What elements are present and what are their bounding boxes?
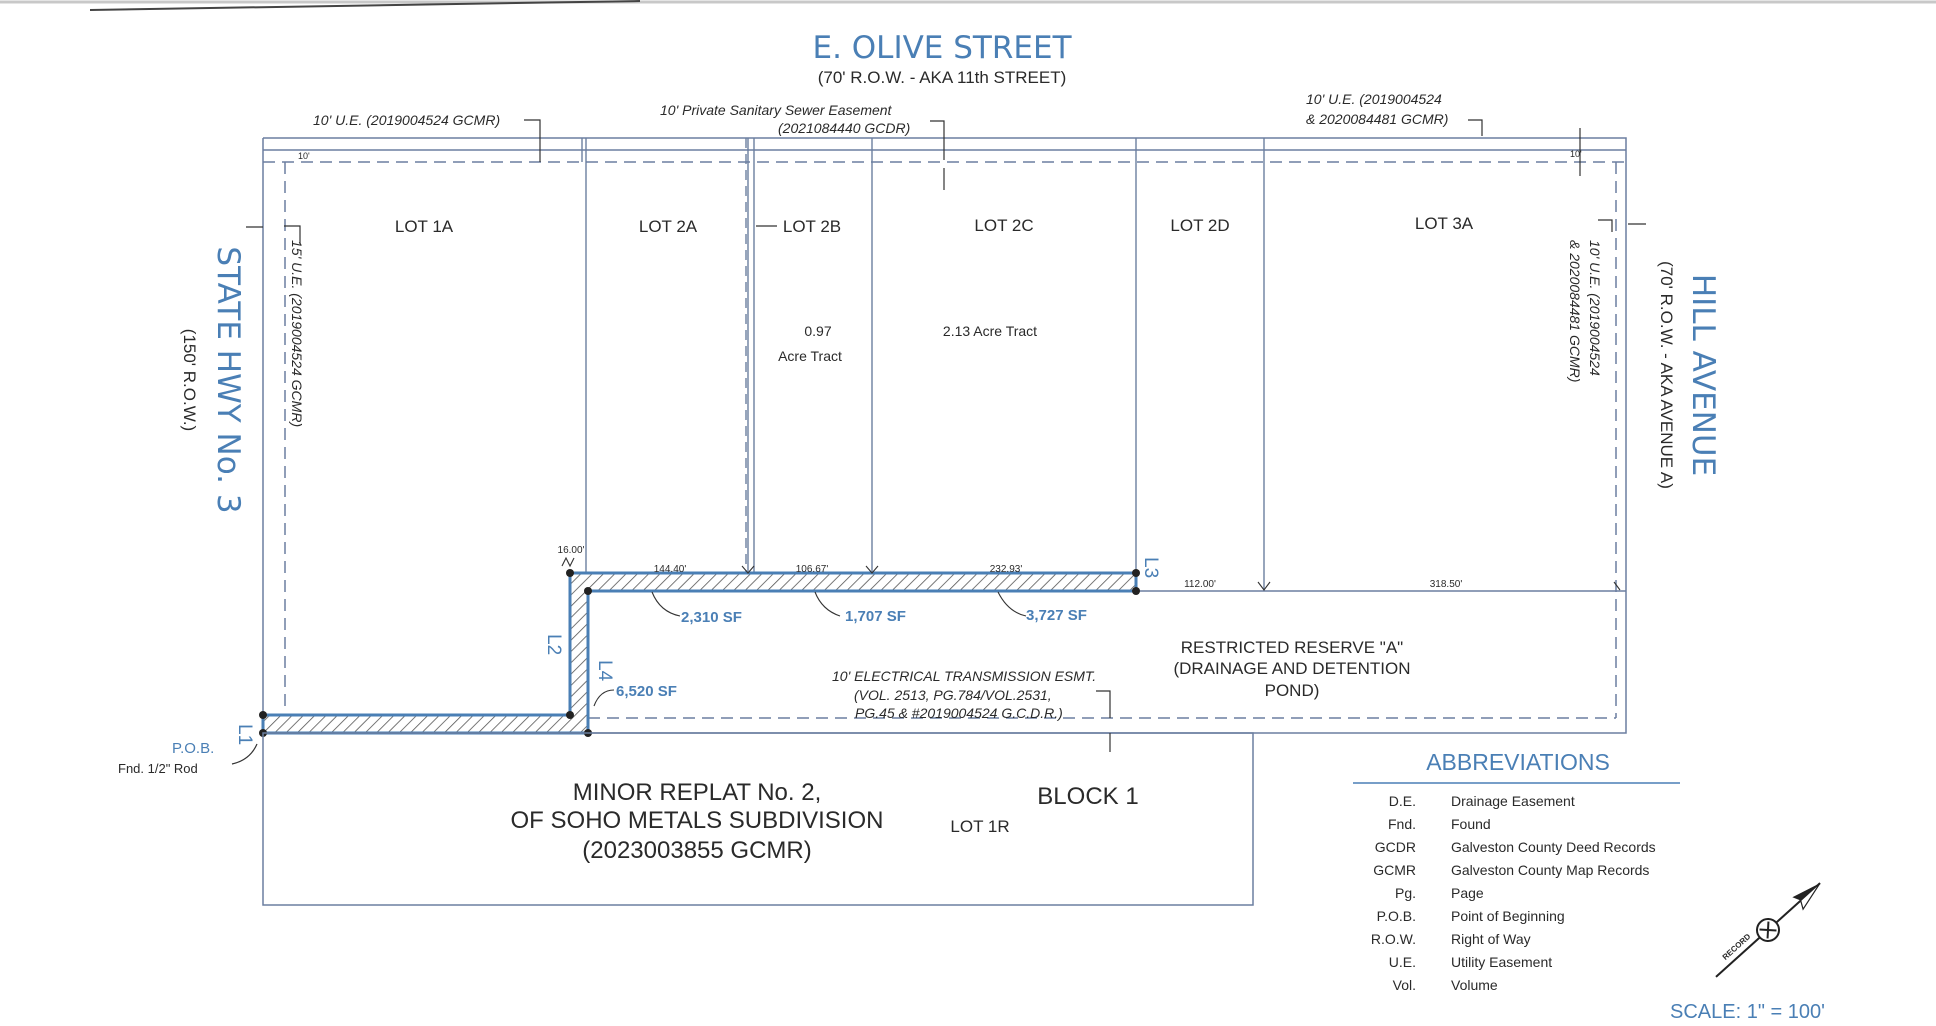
abbreviation-term: D.E.	[1389, 793, 1416, 809]
abbreviation-term: R.O.W.	[1371, 931, 1416, 947]
replat-lot: LOT 1R	[950, 817, 1009, 836]
street-east-name: HILL AVENUE	[1685, 274, 1721, 476]
abbreviation-term: GCDR	[1375, 839, 1416, 855]
dim-10-left: 10'	[298, 151, 310, 161]
ue-north-left-label: 10' U.E. (2019004524 GCMR)	[313, 112, 500, 128]
line-label-l4: L4	[594, 660, 615, 682]
scan-edge	[0, 0, 1936, 11]
lot-1a-label: LOT 1A	[395, 217, 454, 236]
lot-2c-area: 2.13 Acre Tract	[943, 323, 1037, 339]
dim-144: 144.40'	[654, 564, 687, 575]
abbreviation-term: GCMR	[1373, 862, 1416, 878]
abbreviation-term: U.E.	[1389, 954, 1416, 970]
lot-2c-label: LOT 2C	[974, 216, 1033, 235]
dimension-ticks	[561, 556, 1621, 591]
lot-3a-label: LOT 3A	[1415, 214, 1474, 233]
abbreviation-meaning: Drainage Easement	[1451, 793, 1575, 809]
electrical-esmt-line3: PG.45 & #2019004524 G.C.D.R.)	[855, 705, 1063, 721]
lot-labels: LOT 1A LOT 2A LOT 2B LOT 2C LOT 2D LOT 3…	[395, 214, 1474, 364]
abbreviation-meaning: Galveston County Deed Records	[1451, 839, 1656, 855]
ue-west-label: 15' U.E. (2019004524 GCMR)	[289, 240, 305, 427]
pob: P.O.B. Fnd. 1/2" Rod	[118, 740, 214, 776]
abbreviation-meaning: Galveston County Map Records	[1451, 862, 1649, 878]
ue-east-line2: & 2020084481 GCMR)	[1567, 240, 1583, 382]
abbreviation-term: Vol.	[1393, 977, 1416, 993]
replat-parcel	[262, 732, 1254, 906]
scale-label: SCALE: 1" = 100'	[1670, 1001, 1825, 1023]
abbreviation-term: Pg.	[1395, 885, 1416, 901]
abbreviation-meaning: Right of Way	[1451, 931, 1531, 947]
line-label-l1: L1	[234, 724, 255, 745]
line-label-l2: L2	[543, 634, 564, 655]
lot-2b-label: LOT 2B	[783, 217, 841, 236]
north-arrow-icon: RECORD	[1715, 882, 1821, 978]
ue-north-right-line2: & 2020084481 GCMR)	[1306, 111, 1448, 127]
reserve-line1: RESTRICTED RESERVE "A"	[1181, 638, 1403, 657]
abbreviation-term: P.O.B.	[1377, 908, 1416, 924]
lot-2a-label: LOT 2A	[639, 217, 698, 236]
abbreviation-meaning: Found	[1451, 816, 1491, 832]
survey-points	[259, 569, 1140, 737]
replat-labels: MINOR REPLAT No. 2, OF SOHO METALS SUBDI…	[511, 779, 1139, 864]
replat-line1: MINOR REPLAT No. 2,	[573, 779, 822, 806]
sewer-easement-line2: (2021084440 GCDR)	[778, 120, 910, 136]
sewer-easement-line1: 10' Private Sanitary Sewer Easement	[660, 102, 893, 118]
street-east-row: (70' R.O.W. - AKA AVENUE A)	[1657, 261, 1676, 489]
street-north-row: (70' R.O.W. - AKA 11th STREET)	[818, 68, 1067, 87]
area-sf2: 1,707 SF	[845, 608, 906, 625]
easement-callouts	[231, 119, 1646, 765]
area-labels: 2,310 SF 1,707 SF 3,727 SF 6,520 SF	[616, 607, 1087, 700]
reserve-line2: (DRAINAGE AND DETENTION	[1173, 659, 1410, 678]
line-label-l3: L3	[1140, 557, 1161, 578]
dim-112: 112.00'	[1184, 579, 1216, 590]
dim-318: 318.50'	[1430, 579, 1463, 590]
area-sf3: 3,727 SF	[1026, 607, 1087, 624]
replat-line3: (2023003855 GCMR)	[582, 837, 811, 864]
ue-north-right-line1: 10' U.E. (2019004524	[1306, 91, 1442, 107]
dim-10-right: 10'	[1570, 149, 1582, 159]
restricted-reserve: RESTRICTED RESERVE "A" (DRAINAGE AND DET…	[1173, 638, 1410, 700]
street-north: E. OLIVE STREET (70' R.O.W. - AKA 11th S…	[812, 30, 1072, 87]
abbreviation-meaning: Volume	[1451, 977, 1498, 993]
dim-16: 16.00'	[558, 545, 585, 556]
dim-106: 106.67'	[796, 564, 829, 575]
abbreviations-title: ABBREVIATIONS	[1426, 749, 1610, 775]
electrical-esmt-line1: 10' ELECTRICAL TRANSMISSION ESMT.	[832, 668, 1096, 684]
street-west-name: STATE HWY No. 3	[210, 246, 246, 513]
replat-block: BLOCK 1	[1037, 783, 1138, 810]
street-north-name: E. OLIVE STREET	[812, 30, 1072, 66]
dim-232: 232.93'	[990, 564, 1023, 575]
electrical-esmt-line2: (VOL. 2513, PG.784/VOL.2531,	[854, 687, 1052, 703]
line-labels: L1 L2 L3 L4	[234, 557, 1161, 745]
street-west: STATE HWY No. 3 (150' R.O.W.)	[180, 246, 246, 513]
abbreviation-meaning: Point of Beginning	[1451, 908, 1565, 924]
abbreviation-term: Fnd.	[1388, 816, 1416, 832]
reserve-line3: POND)	[1265, 681, 1320, 700]
ue-east-line1: 10' U.E. (2019004524	[1587, 240, 1603, 376]
pob-label: P.O.B.	[172, 740, 214, 757]
area-sf4: 6,520 SF	[616, 683, 677, 700]
area-leaders	[593, 591, 1027, 707]
lot-2d-label: LOT 2D	[1170, 216, 1229, 235]
pob-note: Fnd. 1/2" Rod	[118, 761, 198, 776]
lot-2b-area-line2: Acre Tract	[778, 348, 842, 364]
area-sf1: 2,310 SF	[681, 609, 742, 626]
easement-labels: 10' U.E. (2019004524 GCMR) 10' 10' Priva…	[289, 91, 1603, 721]
replat-line2: OF SOHO METALS SUBDIVISION	[511, 807, 884, 834]
dimension-labels: 16.00' 144.40' 106.67' 232.93' 112.00' 3…	[558, 545, 1463, 590]
abbreviation-meaning: Utility Easement	[1451, 954, 1552, 970]
street-east: HILL AVENUE (70' R.O.W. - AKA AVENUE A)	[1657, 261, 1721, 489]
lot-2b-area-line1: 0.97	[804, 323, 831, 339]
street-west-row: (150' R.O.W.)	[180, 329, 199, 431]
lot-lines	[581, 138, 1265, 591]
abbreviation-meaning: Page	[1451, 885, 1484, 901]
